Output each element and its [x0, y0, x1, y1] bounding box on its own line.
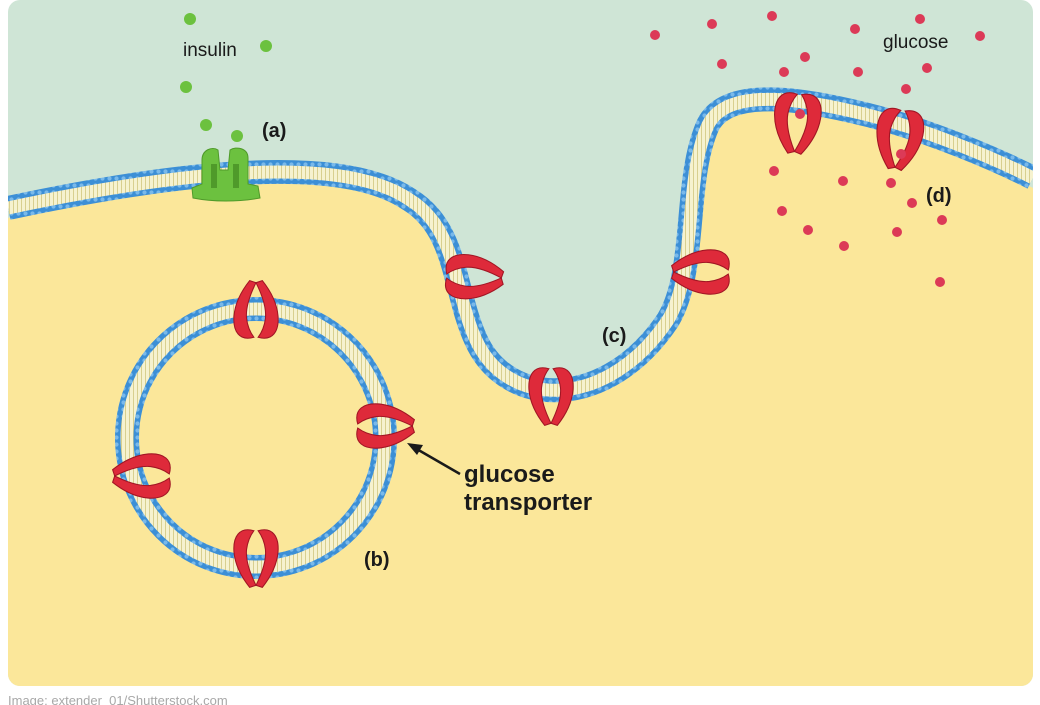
label-d: (d) [926, 185, 952, 207]
insulin-receptor [191, 147, 261, 202]
pointer-arrow [407, 443, 461, 476]
glucose-molecules [650, 11, 985, 287]
diagram-canvas: insulin glucose (a) (b) (c) (d) glucose … [8, 0, 1033, 686]
label-b: (b) [364, 549, 390, 571]
image-credit: Image: extender_01/Shutterstock.com [8, 694, 228, 705]
label-insulin: insulin [183, 40, 237, 61]
diagram-figure: insulin glucose (a) (b) (c) (d) glucose … [8, 0, 1033, 686]
label-c: (c) [602, 325, 626, 347]
label-glucose: glucose [883, 32, 949, 53]
label-glucose-transporter-line1: glucose [464, 461, 555, 488]
insulin-molecules [180, 13, 272, 142]
label-a: (a) [262, 120, 286, 142]
label-glucose-transporter-line2: transporter [464, 489, 592, 516]
plasma-membrane [8, 87, 1033, 403]
